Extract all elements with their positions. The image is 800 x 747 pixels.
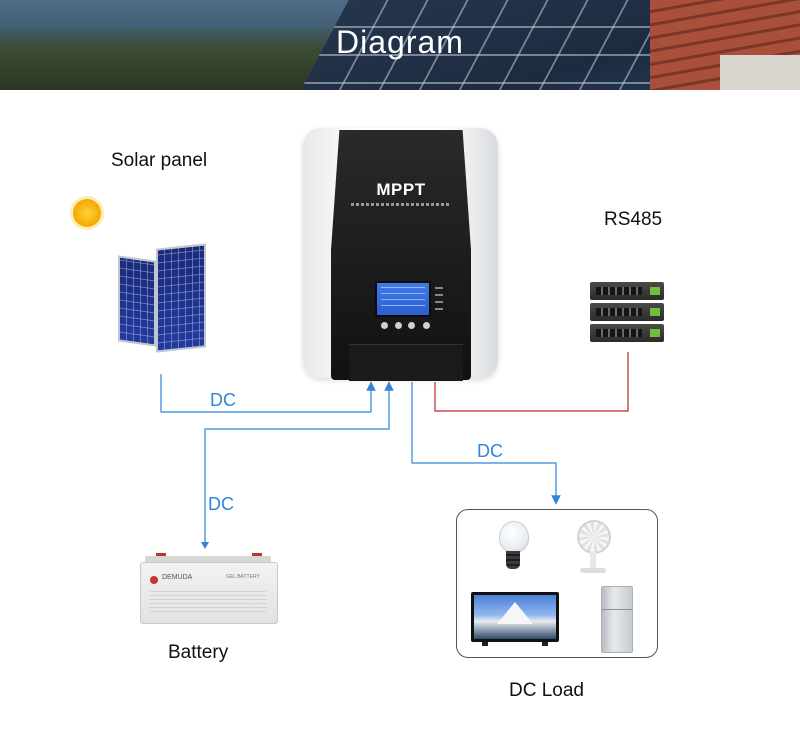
load-dc-label: DC	[477, 441, 503, 461]
controller-brand-subtitle	[351, 203, 451, 206]
rs485-label: RS485	[604, 209, 663, 230]
solar-panel-icon	[118, 255, 156, 347]
solar-panel-icon	[156, 243, 206, 353]
battery-type: GEL BATTERY	[226, 574, 260, 580]
bulb-base	[506, 551, 520, 569]
fan-pole	[590, 552, 596, 569]
load-dc-line	[411, 382, 561, 505]
solar-dc-label: DC	[210, 390, 236, 410]
battery-dc-label: DC	[208, 494, 234, 514]
tv-mountain	[497, 602, 533, 624]
battery-lid	[145, 556, 271, 564]
banner-house-wall	[720, 55, 800, 90]
controller-brand: MPPT	[376, 180, 426, 199]
sun-icon	[73, 199, 101, 227]
rack-unit	[590, 303, 664, 321]
battery-logo	[150, 576, 158, 584]
controller-front-panel	[331, 130, 471, 380]
controller-lcd-screen	[375, 281, 431, 317]
battery-terminal	[252, 553, 262, 558]
solar-dc-line	[160, 374, 376, 413]
controller-button	[381, 322, 388, 329]
battery-dc-line	[204, 381, 394, 545]
battery-terminal	[156, 553, 166, 558]
rack-unit	[590, 324, 664, 342]
dc-load-label: DC Load	[509, 680, 584, 701]
fan-base	[580, 568, 606, 573]
tv-leg	[542, 642, 548, 646]
controller-button	[423, 322, 430, 329]
battery-label: Battery	[168, 642, 229, 663]
tv-leg	[482, 642, 488, 646]
rack-unit	[590, 282, 664, 300]
fridge-body	[601, 586, 633, 653]
header-banner: Diagram	[0, 0, 800, 90]
controller-indicator-leds	[435, 284, 443, 310]
battery-brand: DEMUDA	[162, 574, 193, 581]
controller-button	[408, 322, 415, 329]
controller-terminal-cover	[349, 344, 463, 381]
fridge-door-line	[602, 609, 632, 610]
battery-fine-print	[150, 590, 266, 612]
rs485-line	[434, 352, 629, 412]
bulb-glass	[499, 521, 529, 553]
controller-button	[395, 322, 402, 329]
solar-panel-label: Solar panel	[111, 150, 208, 171]
fan-head	[577, 520, 611, 554]
page-title: Diagram	[336, 24, 464, 60]
